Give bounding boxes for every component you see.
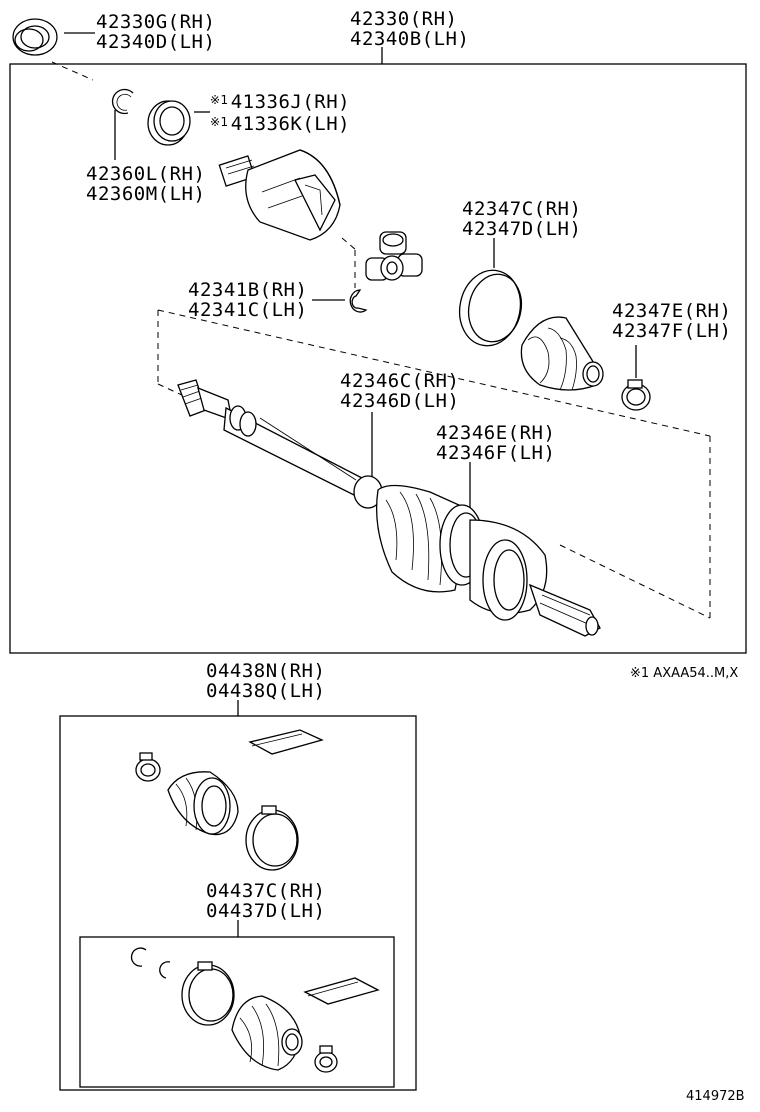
snap-ring-lh-label: 42360M(LH)	[86, 183, 206, 205]
inboard-boot-kit-lh-label: 04438Q(LH)	[206, 680, 326, 702]
inboard-small-clamp-lh-label: 42347F(LH)	[612, 320, 732, 342]
inboard-boot-kit-callout: 04438N(RH) 04438Q(LH)	[206, 661, 325, 701]
outboard-joint-part	[353, 475, 601, 637]
outboard-boot-kit-lh-label: 04437D(LH)	[206, 900, 326, 922]
tripod-ring-rh-label: 42341B(RH)	[188, 279, 308, 301]
inboard-small-clamp-rh-label: 42347E(RH)	[612, 300, 732, 322]
inboard-seal-rh-label: 41336J(RH)	[230, 91, 351, 113]
kit-outboard-grease-pack-part	[303, 977, 380, 1005]
shaft-assembly-lh-label: 42340B(LH)	[350, 28, 470, 50]
outboard-big-clamp-lh-label: 42346D(LH)	[340, 390, 460, 412]
applicability-footnote: ※1 AXAA54..M,X	[630, 666, 739, 681]
outboard-big-clamp-rh-label: 42346C(RH)	[340, 370, 460, 392]
inboard-seal-lh-note-mark: ※1	[210, 115, 229, 129]
kit-outboard-boot-part	[231, 995, 303, 1071]
outboard-small-clamp-callout: 42346E(RH) 42346F(LH)	[436, 423, 555, 463]
snap-ring-rh-label: 42360L(RH)	[86, 163, 206, 185]
kit-inboard-small-clamp-part	[135, 752, 161, 782]
outboard-big-clamp-callout: 42346C(RH) 42346D(LH)	[340, 371, 459, 411]
inboard-joint-housing-part	[218, 149, 341, 241]
inboard-small-clamp-callout: 42347E(RH) 42347F(LH)	[612, 301, 731, 341]
snap-ring-callout: 42360L(RH) 42360M(LH)	[86, 164, 205, 204]
outer-seal-part	[12, 18, 58, 56]
diagram-id: 414972B	[686, 1089, 745, 1104]
outboard-small-clamp-rh-label: 42346E(RH)	[436, 422, 556, 444]
kit-outboard-big-clamp-part	[181, 961, 235, 1026]
tripod-part	[365, 231, 423, 281]
tripod-ring-part	[349, 289, 368, 313]
outer-seal-callout: 42330G(RH) 42340D(LH)	[96, 12, 215, 52]
kit-outboard-small-clamp-part	[314, 1045, 338, 1073]
kit-snap-ring-part	[130, 947, 147, 967]
kit-inboard-boot-part	[167, 771, 239, 836]
inboard-small-clamp-part	[621, 379, 651, 411]
outboard-boot-kit-rh-label: 04437C(RH)	[206, 880, 326, 902]
shaft-assembly-rh-label: 42330(RH)	[350, 8, 458, 30]
shaft-assembly-callout: 42330(RH) 42340B(LH)	[350, 9, 469, 49]
inboard-big-clamp-lh-label: 42347D(LH)	[462, 218, 582, 240]
inboard-boot-part	[520, 316, 604, 391]
inboard-seal-rh-note-mark: ※1	[210, 93, 229, 107]
axle-shaft-part	[177, 379, 363, 500]
outboard-small-clamp-lh-label: 42346F(LH)	[436, 442, 556, 464]
inboard-boot-kit-rh-label: 04438N(RH)	[206, 660, 326, 682]
outboard-boot-kit-callout: 04437C(RH) 04437D(LH)	[206, 881, 325, 921]
outer-seal-lh-label: 42340D(LH)	[96, 31, 216, 53]
inboard-big-clamp-part	[458, 269, 523, 347]
kit-small-ring-part	[159, 961, 171, 979]
tripod-ring-lh-label: 42341C(LH)	[188, 299, 308, 321]
inboard-seal-part	[147, 100, 191, 146]
inboard-boot-kit-frame	[59, 715, 417, 1091]
snap-ring-part	[111, 88, 134, 115]
inboard-seal-lh-label: 41336K(LH)	[230, 113, 351, 135]
tripod-ring-callout: 42341B(RH) 42341C(LH)	[188, 280, 307, 320]
kit-inboard-grease-pack-part	[248, 729, 324, 755]
inboard-big-clamp-callout: 42347C(RH) 42347D(LH)	[462, 199, 581, 239]
inboard-big-clamp-rh-label: 42347C(RH)	[462, 198, 582, 220]
outer-seal-rh-label: 42330G(RH)	[96, 11, 216, 33]
outboard-boot-kit-frame	[79, 936, 395, 1088]
main-assembly-frame	[9, 63, 747, 654]
kit-inboard-big-clamp-part	[245, 805, 299, 871]
